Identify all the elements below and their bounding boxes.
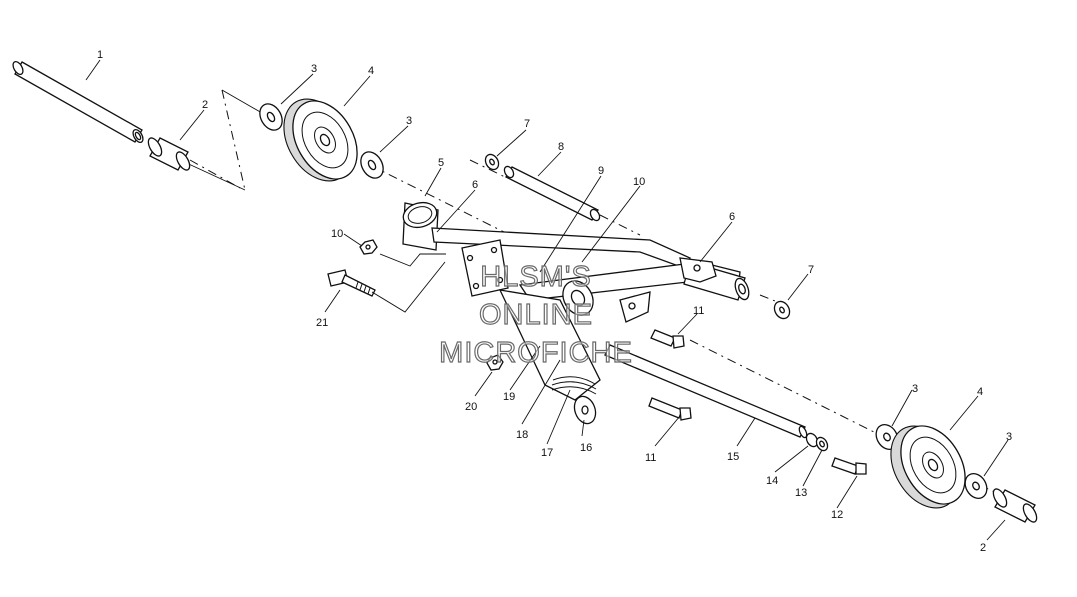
callout-13: 13	[795, 487, 807, 499]
part-14-washer	[805, 432, 819, 448]
callout-16: 16	[580, 442, 592, 454]
watermark: HLSM'S ONLINE MICROFICHE	[439, 260, 633, 369]
leader-lines	[85, 59, 1009, 541]
callout-21: 21	[316, 317, 328, 329]
part-4-idler-wheel-upper	[283, 98, 358, 182]
part-13-washer	[815, 436, 829, 452]
callout-11: 11	[693, 305, 704, 317]
callout-7: 7	[524, 118, 530, 130]
watermark-line-3: MICROFICHE	[439, 337, 633, 369]
callout-17: 17	[541, 447, 553, 459]
part-5-6-arm-assembly	[402, 201, 750, 425]
callout-5: 5	[438, 157, 444, 169]
callout-1: 1	[97, 49, 103, 61]
callout-2: 2	[202, 99, 208, 111]
callout-3: 3	[912, 383, 918, 395]
callout-labels: 1 2 3 4 3 5 6 7 8 9 10 10 6 7 21 11 20 1…	[97, 49, 1012, 554]
callout-4: 4	[977, 386, 983, 398]
part-3-washer-b	[360, 151, 384, 179]
part-3-washer-d	[964, 473, 988, 499]
callout-9: 9	[598, 165, 604, 177]
callout-10: 10	[633, 176, 645, 188]
part-4-idler-wheel-lower	[890, 425, 966, 509]
callout-18: 18	[516, 429, 528, 441]
part-1-shaft	[12, 60, 144, 144]
watermark-line-1: HLSM'S	[480, 261, 591, 293]
callout-19: 19	[503, 391, 515, 403]
part-2-spacer-lower	[992, 488, 1038, 523]
part-15-shaft	[604, 344, 808, 439]
callout-10: 10	[331, 228, 343, 240]
part-2-spacer-upper	[147, 137, 191, 171]
callout-7: 7	[808, 264, 814, 276]
part-7-washer-right	[773, 300, 791, 320]
callout-6: 6	[729, 211, 735, 223]
callout-12: 12	[831, 509, 843, 521]
callout-3: 3	[1006, 431, 1012, 443]
part-8-pin	[503, 165, 601, 222]
callout-11: 11	[645, 452, 656, 464]
part-21-bolt	[327, 269, 376, 297]
watermark-line-2: ONLINE	[479, 299, 593, 331]
callout-15: 15	[727, 451, 739, 463]
callout-3: 3	[406, 115, 412, 127]
callout-2: 2	[980, 542, 986, 554]
callout-6: 6	[472, 179, 478, 191]
callout-14: 14	[766, 475, 778, 487]
callout-3: 3	[311, 63, 317, 75]
part-3-washer-a	[259, 103, 283, 131]
callout-8: 8	[558, 141, 564, 153]
part-12-bolt	[831, 457, 867, 475]
part-11-bolt-upper	[650, 329, 685, 349]
callout-4: 4	[368, 65, 374, 77]
part-10-nut-left	[359, 239, 378, 255]
part-20-nut	[486, 354, 504, 371]
part-11-bolt-lower	[648, 397, 692, 421]
callout-20: 20	[465, 401, 477, 413]
part-7-washer-upper	[484, 153, 500, 171]
